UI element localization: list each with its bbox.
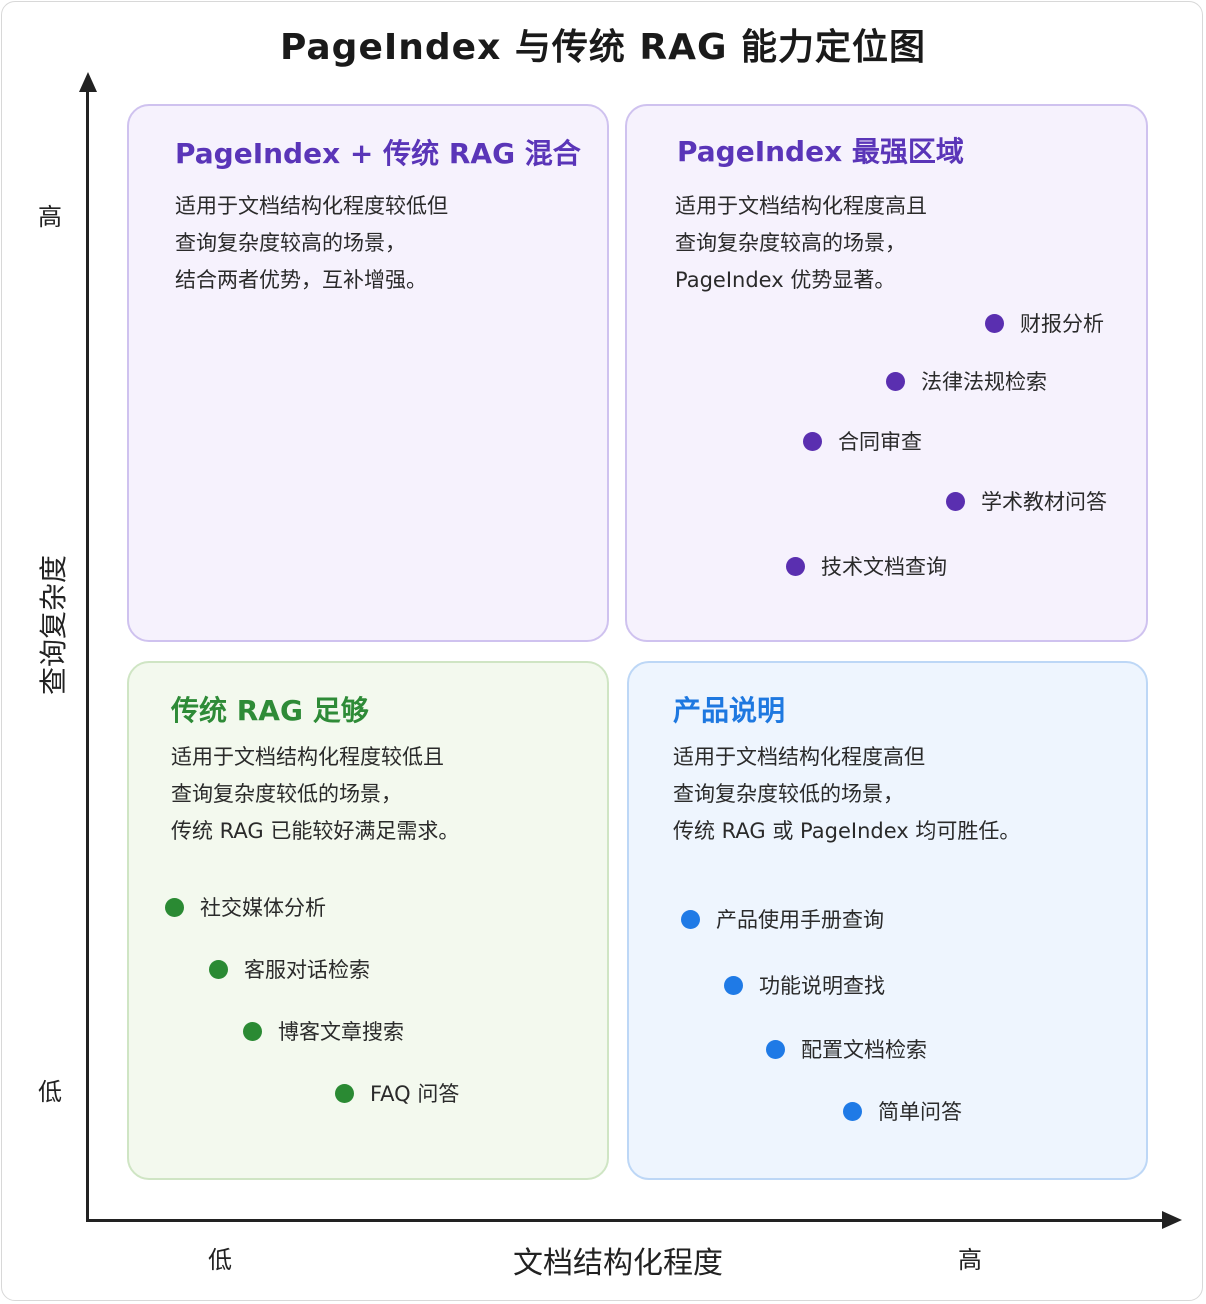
quadrant-title: PageIndex 最强区域 xyxy=(677,135,964,168)
list-item: 配置文档检索 xyxy=(766,1034,927,1064)
quadrant-description: 适用于文档结构化程度高但 查询复杂度较低的场景， 传统 RAG 或 PageIn… xyxy=(673,739,1020,850)
list-item: 学术教材问答 xyxy=(946,486,1107,516)
item-label: 技术文档查询 xyxy=(821,555,947,579)
bullet-dot xyxy=(886,371,905,391)
list-item: 法律法规检索 xyxy=(886,366,1047,396)
quadrant-title: 传统 RAG 足够 xyxy=(171,694,369,727)
description-line: 查询复杂度较低的场景， xyxy=(171,782,402,806)
quadrant-bottom-left: 传统 RAG 足够 适用于文档结构化程度较低且 查询复杂度较低的场景， 传统 R… xyxy=(127,661,609,1180)
description-line: 结合两者优势，互补增强。 xyxy=(175,268,427,292)
description-line: 查询复杂度较高的场景， xyxy=(675,231,906,255)
bullet-dot xyxy=(985,313,1004,333)
list-item: 社交媒体分析 xyxy=(165,892,326,922)
item-label: 法律法规检索 xyxy=(921,370,1047,394)
item-label: 简单问答 xyxy=(878,1100,962,1124)
y-axis-high-label: 高 xyxy=(38,203,62,231)
bullet-dot xyxy=(243,1021,262,1041)
quadrant-title: PageIndex + 传统 RAG 混合 xyxy=(175,137,581,170)
description-line: 适用于文档结构化程度较低且 xyxy=(171,745,444,769)
bullet-dot xyxy=(946,491,965,511)
y-axis-low-label: 低 xyxy=(38,1078,62,1106)
list-item: 产品使用手册查询 xyxy=(681,904,884,934)
quadrant-bottom-right: 产品说明 适用于文档结构化程度高但 查询复杂度较低的场景， 传统 RAG 或 P… xyxy=(627,661,1148,1180)
item-label: 学术教材问答 xyxy=(981,490,1107,514)
bullet-dot xyxy=(209,959,228,979)
description-line: PageIndex 优势显著。 xyxy=(675,268,896,292)
description-line: 适用于文档结构化程度高且 xyxy=(675,194,927,218)
x-axis-arrow xyxy=(1162,1211,1182,1229)
list-item: 技术文档查询 xyxy=(786,551,947,581)
list-item: 简单问答 xyxy=(843,1096,962,1126)
list-item: FAQ 问答 xyxy=(335,1078,459,1108)
item-label: 财报分析 xyxy=(1020,312,1104,336)
bullet-dot xyxy=(165,897,184,917)
list-item: 财报分析 xyxy=(985,308,1104,338)
item-label: 社交媒体分析 xyxy=(200,896,326,920)
quadrant-description: 适用于文档结构化程度较低且 查询复杂度较低的场景， 传统 RAG 已能较好满足需… xyxy=(171,739,459,850)
item-label: 博客文章搜索 xyxy=(278,1020,404,1044)
quadrant-description: 适用于文档结构化程度较低但 查询复杂度较高的场景， 结合两者优势，互补增强。 xyxy=(175,188,448,299)
list-item: 客服对话检索 xyxy=(209,954,370,984)
item-label: 合同审查 xyxy=(838,430,922,454)
quadrant-top-right: PageIndex 最强区域 适用于文档结构化程度高且 查询复杂度较高的场景， … xyxy=(625,104,1148,642)
list-item: 功能说明查找 xyxy=(724,970,885,1000)
item-label: 功能说明查找 xyxy=(759,974,885,998)
description-line: 适用于文档结构化程度高但 xyxy=(673,745,925,769)
item-label: 产品使用手册查询 xyxy=(716,908,884,932)
item-label: 配置文档检索 xyxy=(801,1038,927,1062)
y-axis-arrow xyxy=(79,72,97,92)
bullet-dot xyxy=(724,975,743,995)
bullet-dot xyxy=(766,1039,785,1059)
description-line: 传统 RAG 已能较好满足需求。 xyxy=(171,819,460,843)
y-axis-line xyxy=(86,78,89,1222)
y-axis-title: 查询复杂度 xyxy=(37,555,70,696)
x-axis-low-label: 低 xyxy=(208,1246,232,1274)
bullet-dot xyxy=(786,556,805,576)
x-axis-line xyxy=(86,1219,1170,1222)
bullet-dot xyxy=(803,431,822,451)
description-line: 查询复杂度较高的场景， xyxy=(175,231,406,255)
list-item: 合同审查 xyxy=(803,426,922,456)
item-label: 客服对话检索 xyxy=(244,958,370,982)
x-axis-title: 文档结构化程度 xyxy=(513,1246,723,1281)
quadrant-description: 适用于文档结构化程度高且 查询复杂度较高的场景， PageIndex 优势显著。 xyxy=(675,188,927,299)
description-line: 查询复杂度较低的场景， xyxy=(673,782,904,806)
item-label: FAQ 问答 xyxy=(370,1082,460,1106)
diagram-title: PageIndex 与传统 RAG 能力定位图 xyxy=(279,27,927,68)
list-item: 博客文章搜索 xyxy=(243,1016,404,1046)
bullet-dot xyxy=(335,1083,354,1103)
bullet-dot xyxy=(843,1101,862,1121)
bullet-dot xyxy=(681,909,700,929)
quadrant-title: 产品说明 xyxy=(673,694,786,727)
description-line: 传统 RAG 或 PageIndex 均可胜任。 xyxy=(673,819,1021,843)
x-axis-high-label: 高 xyxy=(958,1246,982,1274)
description-line: 适用于文档结构化程度较低但 xyxy=(175,194,448,218)
quadrant-top-left: PageIndex + 传统 RAG 混合 适用于文档结构化程度较低但 查询复杂… xyxy=(127,104,609,642)
